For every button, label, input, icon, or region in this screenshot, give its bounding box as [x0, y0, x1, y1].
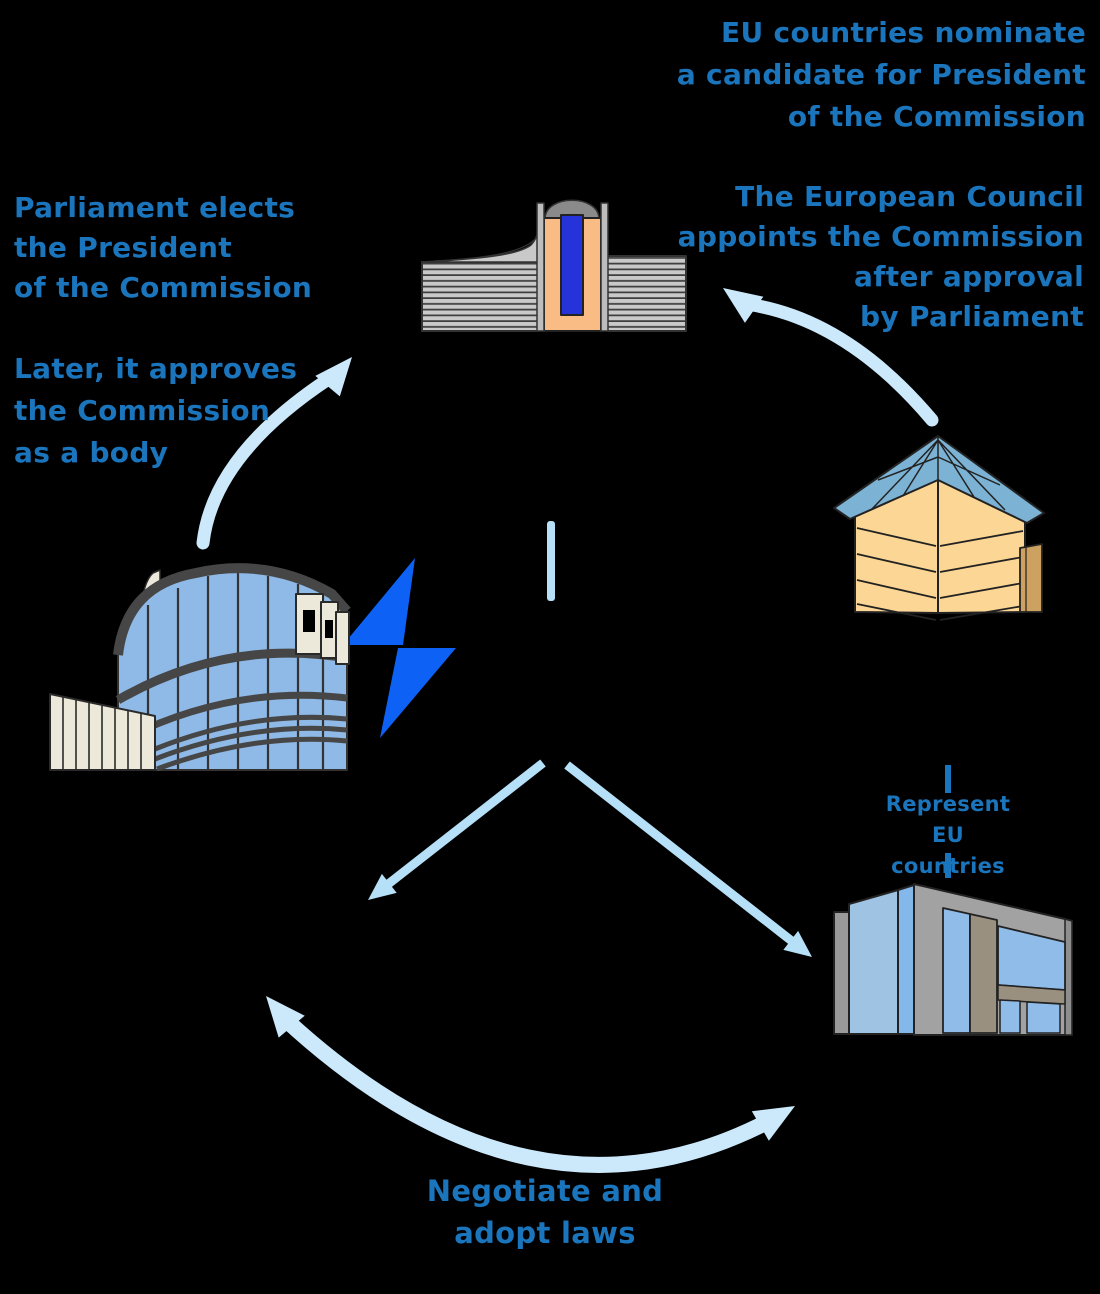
european-council-building-icon: [833, 435, 1045, 621]
label-eu-countries-nominate: EU countries nominate a candidate for Pr…: [676, 16, 1086, 133]
parliament-building-icon: [49, 563, 351, 772]
commission-connector-line: [547, 521, 555, 601]
council-building-icon: [833, 883, 1073, 1036]
label-negotiate-adopt: Negotiate and adopt laws: [426, 1174, 664, 1250]
represent-connector-dashes: [945, 765, 951, 878]
arrow-council-to-commission: [723, 288, 939, 427]
label-parliament-elects: Parliament elects the President of the C…: [14, 191, 313, 304]
label-later-approves: Later, it approves the Commission as a b…: [14, 352, 298, 469]
arrow-negotiate-double: [266, 996, 795, 1173]
arrow-parliament-to-commission: [196, 357, 352, 550]
label-represent-eu-countries: Represent EU countries: [885, 792, 1011, 878]
arrow-split-left: [368, 759, 546, 900]
arrow-split-right: [564, 761, 812, 957]
label-council-appoints: The European Council appoints the Commis…: [677, 180, 1084, 333]
lightning-bolt-icon: [343, 558, 456, 738]
commission-building-icon: [421, 199, 687, 332]
